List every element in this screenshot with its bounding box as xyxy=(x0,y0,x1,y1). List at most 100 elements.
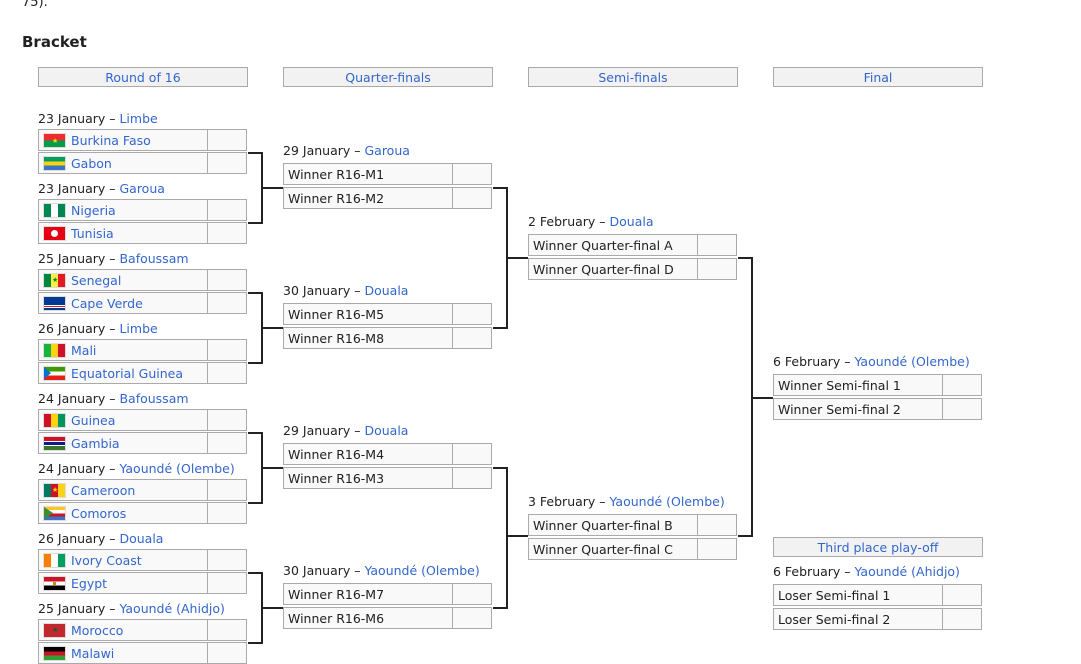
match-date: 29 January – Douala xyxy=(283,423,408,439)
team-name-cell: Winner R16-M4 xyxy=(284,444,453,464)
third-place-header[interactable]: Third place play-off xyxy=(773,537,983,557)
match-date: 24 January – Yaoundé (Olembe) xyxy=(38,461,235,477)
placeholder-row: Loser Semi-final 2 xyxy=(773,608,982,630)
venue-link[interactable]: Garoua xyxy=(364,143,410,158)
team-name-cell: Winner R16-M6 xyxy=(284,608,453,628)
venue-link[interactable]: Yaoundé (Olembe) xyxy=(609,494,725,509)
placeholder-row: Winner Semi-final 2 xyxy=(773,398,982,420)
match-date: 29 January – Garoua xyxy=(283,143,410,159)
team-placeholder: Winner R16-M2 xyxy=(288,190,385,206)
team-link[interactable]: Malawi xyxy=(71,645,115,661)
team-link[interactable]: Morocco xyxy=(71,622,124,638)
venue-link[interactable]: Yaoundé (Ahidjo) xyxy=(119,601,225,616)
bracket-connector xyxy=(493,607,507,609)
venue-link[interactable]: Yaoundé (Olembe) xyxy=(119,461,235,476)
date-text: 30 January – xyxy=(283,283,365,298)
round-header-final[interactable]: Final xyxy=(773,67,983,87)
team-link[interactable]: Nigeria xyxy=(71,202,116,218)
venue-link[interactable]: Douala xyxy=(364,423,409,438)
team-name-cell: Gabon xyxy=(39,153,208,173)
venue-link[interactable]: Douala xyxy=(609,214,654,229)
date-text: 29 January – xyxy=(283,143,365,158)
date-text: 23 January – xyxy=(38,181,120,196)
score-cell xyxy=(208,480,246,500)
venue-link[interactable]: Limbe xyxy=(119,321,158,336)
team-link[interactable]: Tunisia xyxy=(71,225,114,241)
score-cell xyxy=(453,608,491,628)
venue-link[interactable]: Bafoussam xyxy=(119,391,189,406)
team-link[interactable]: Burkina Faso xyxy=(71,132,151,148)
team-row: Tunisia xyxy=(38,222,247,244)
team-link[interactable]: Ivory Coast xyxy=(71,552,142,568)
team-link[interactable]: Equatorial Guinea xyxy=(71,365,184,381)
team-placeholder: Winner R16-M6 xyxy=(288,610,385,626)
score-cell xyxy=(943,399,981,419)
venue-link[interactable]: Yaoundé (Olembe) xyxy=(854,354,970,369)
bracket-connector xyxy=(507,535,528,537)
team-name-cell: Winner Quarter-final B xyxy=(529,515,698,535)
team-link[interactable]: Egypt xyxy=(71,575,108,591)
team-link[interactable]: Cameroon xyxy=(71,482,136,498)
score-cell xyxy=(698,235,736,255)
match-date: 6 February – Yaoundé (Ahidjo) xyxy=(773,564,960,580)
score-cell xyxy=(208,573,246,593)
malawi-flag-icon xyxy=(43,645,66,661)
team-placeholder: Winner R16-M5 xyxy=(288,306,385,322)
venue-link[interactable]: Bafoussam xyxy=(119,251,189,266)
team-link[interactable]: Senegal xyxy=(71,272,122,288)
score-cell xyxy=(208,340,246,360)
venue-link[interactable]: Douala xyxy=(119,531,164,546)
venue-link[interactable]: Douala xyxy=(364,283,409,298)
team-name-cell: Loser Semi-final 2 xyxy=(774,609,943,629)
team-name-cell: Nigeria xyxy=(39,200,208,220)
score-cell xyxy=(208,270,246,290)
bracket-connector xyxy=(248,432,262,434)
venue-link[interactable]: Limbe xyxy=(119,111,158,126)
team-name-cell: Winner Quarter-final D xyxy=(529,259,698,279)
team-name-cell: Winner R16-M5 xyxy=(284,304,453,324)
round-header-sf[interactable]: Semi-finals xyxy=(528,67,738,87)
venue-link[interactable]: Garoua xyxy=(119,181,165,196)
score-cell xyxy=(208,503,246,523)
team-row: Cape Verde xyxy=(38,292,247,314)
match-date: 25 January – Yaoundé (Ahidjo) xyxy=(38,601,225,617)
cameroon-flag-icon: ★ xyxy=(43,482,66,498)
team-link[interactable]: Comoros xyxy=(71,505,127,521)
team-link[interactable]: Gabon xyxy=(71,155,112,171)
bracket-connector xyxy=(248,362,262,364)
team-name-cell: ★Morocco xyxy=(39,620,208,640)
round-header-qf[interactable]: Quarter-finals xyxy=(283,67,493,87)
round-header-r16[interactable]: Round of 16 xyxy=(38,67,248,87)
section-heading: Bracket xyxy=(22,33,87,51)
bracket-connector xyxy=(738,257,752,259)
team-link[interactable]: Mali xyxy=(71,342,97,358)
team-link[interactable]: Guinea xyxy=(71,412,116,428)
placeholder-row: Winner R16-M7 xyxy=(283,583,492,605)
venue-link[interactable]: Yaoundé (Olembe) xyxy=(364,563,480,578)
score-cell xyxy=(208,643,246,663)
placeholder-row: Winner Quarter-final B xyxy=(528,514,737,536)
bracket-connector xyxy=(738,535,752,537)
team-name-cell: ★Burkina Faso xyxy=(39,130,208,150)
team-link[interactable]: Cape Verde xyxy=(71,295,143,311)
team-name-cell: Tunisia xyxy=(39,223,208,243)
score-cell xyxy=(208,153,246,173)
date-text: 25 January – xyxy=(38,601,120,616)
score-cell xyxy=(453,444,491,464)
team-name-cell: Mali xyxy=(39,340,208,360)
score-cell xyxy=(208,550,246,570)
placeholder-row: Winner R16-M1 xyxy=(283,163,492,185)
team-name-cell: ★Senegal xyxy=(39,270,208,290)
bracket-connector xyxy=(248,222,262,224)
placeholder-row: Winner R16-M3 xyxy=(283,467,492,489)
score-cell xyxy=(208,620,246,640)
team-placeholder: Winner Semi-final 2 xyxy=(778,401,901,417)
team-row: Nigeria xyxy=(38,199,247,221)
bracket-connector xyxy=(248,152,262,154)
bracket-connector xyxy=(493,467,507,469)
venue-link[interactable]: Yaoundé (Ahidjo) xyxy=(854,564,960,579)
bracket-connector xyxy=(262,187,283,189)
team-link[interactable]: Gambia xyxy=(71,435,120,451)
team-name-cell: Winner R16-M1 xyxy=(284,164,453,184)
date-text: 26 January – xyxy=(38,321,120,336)
